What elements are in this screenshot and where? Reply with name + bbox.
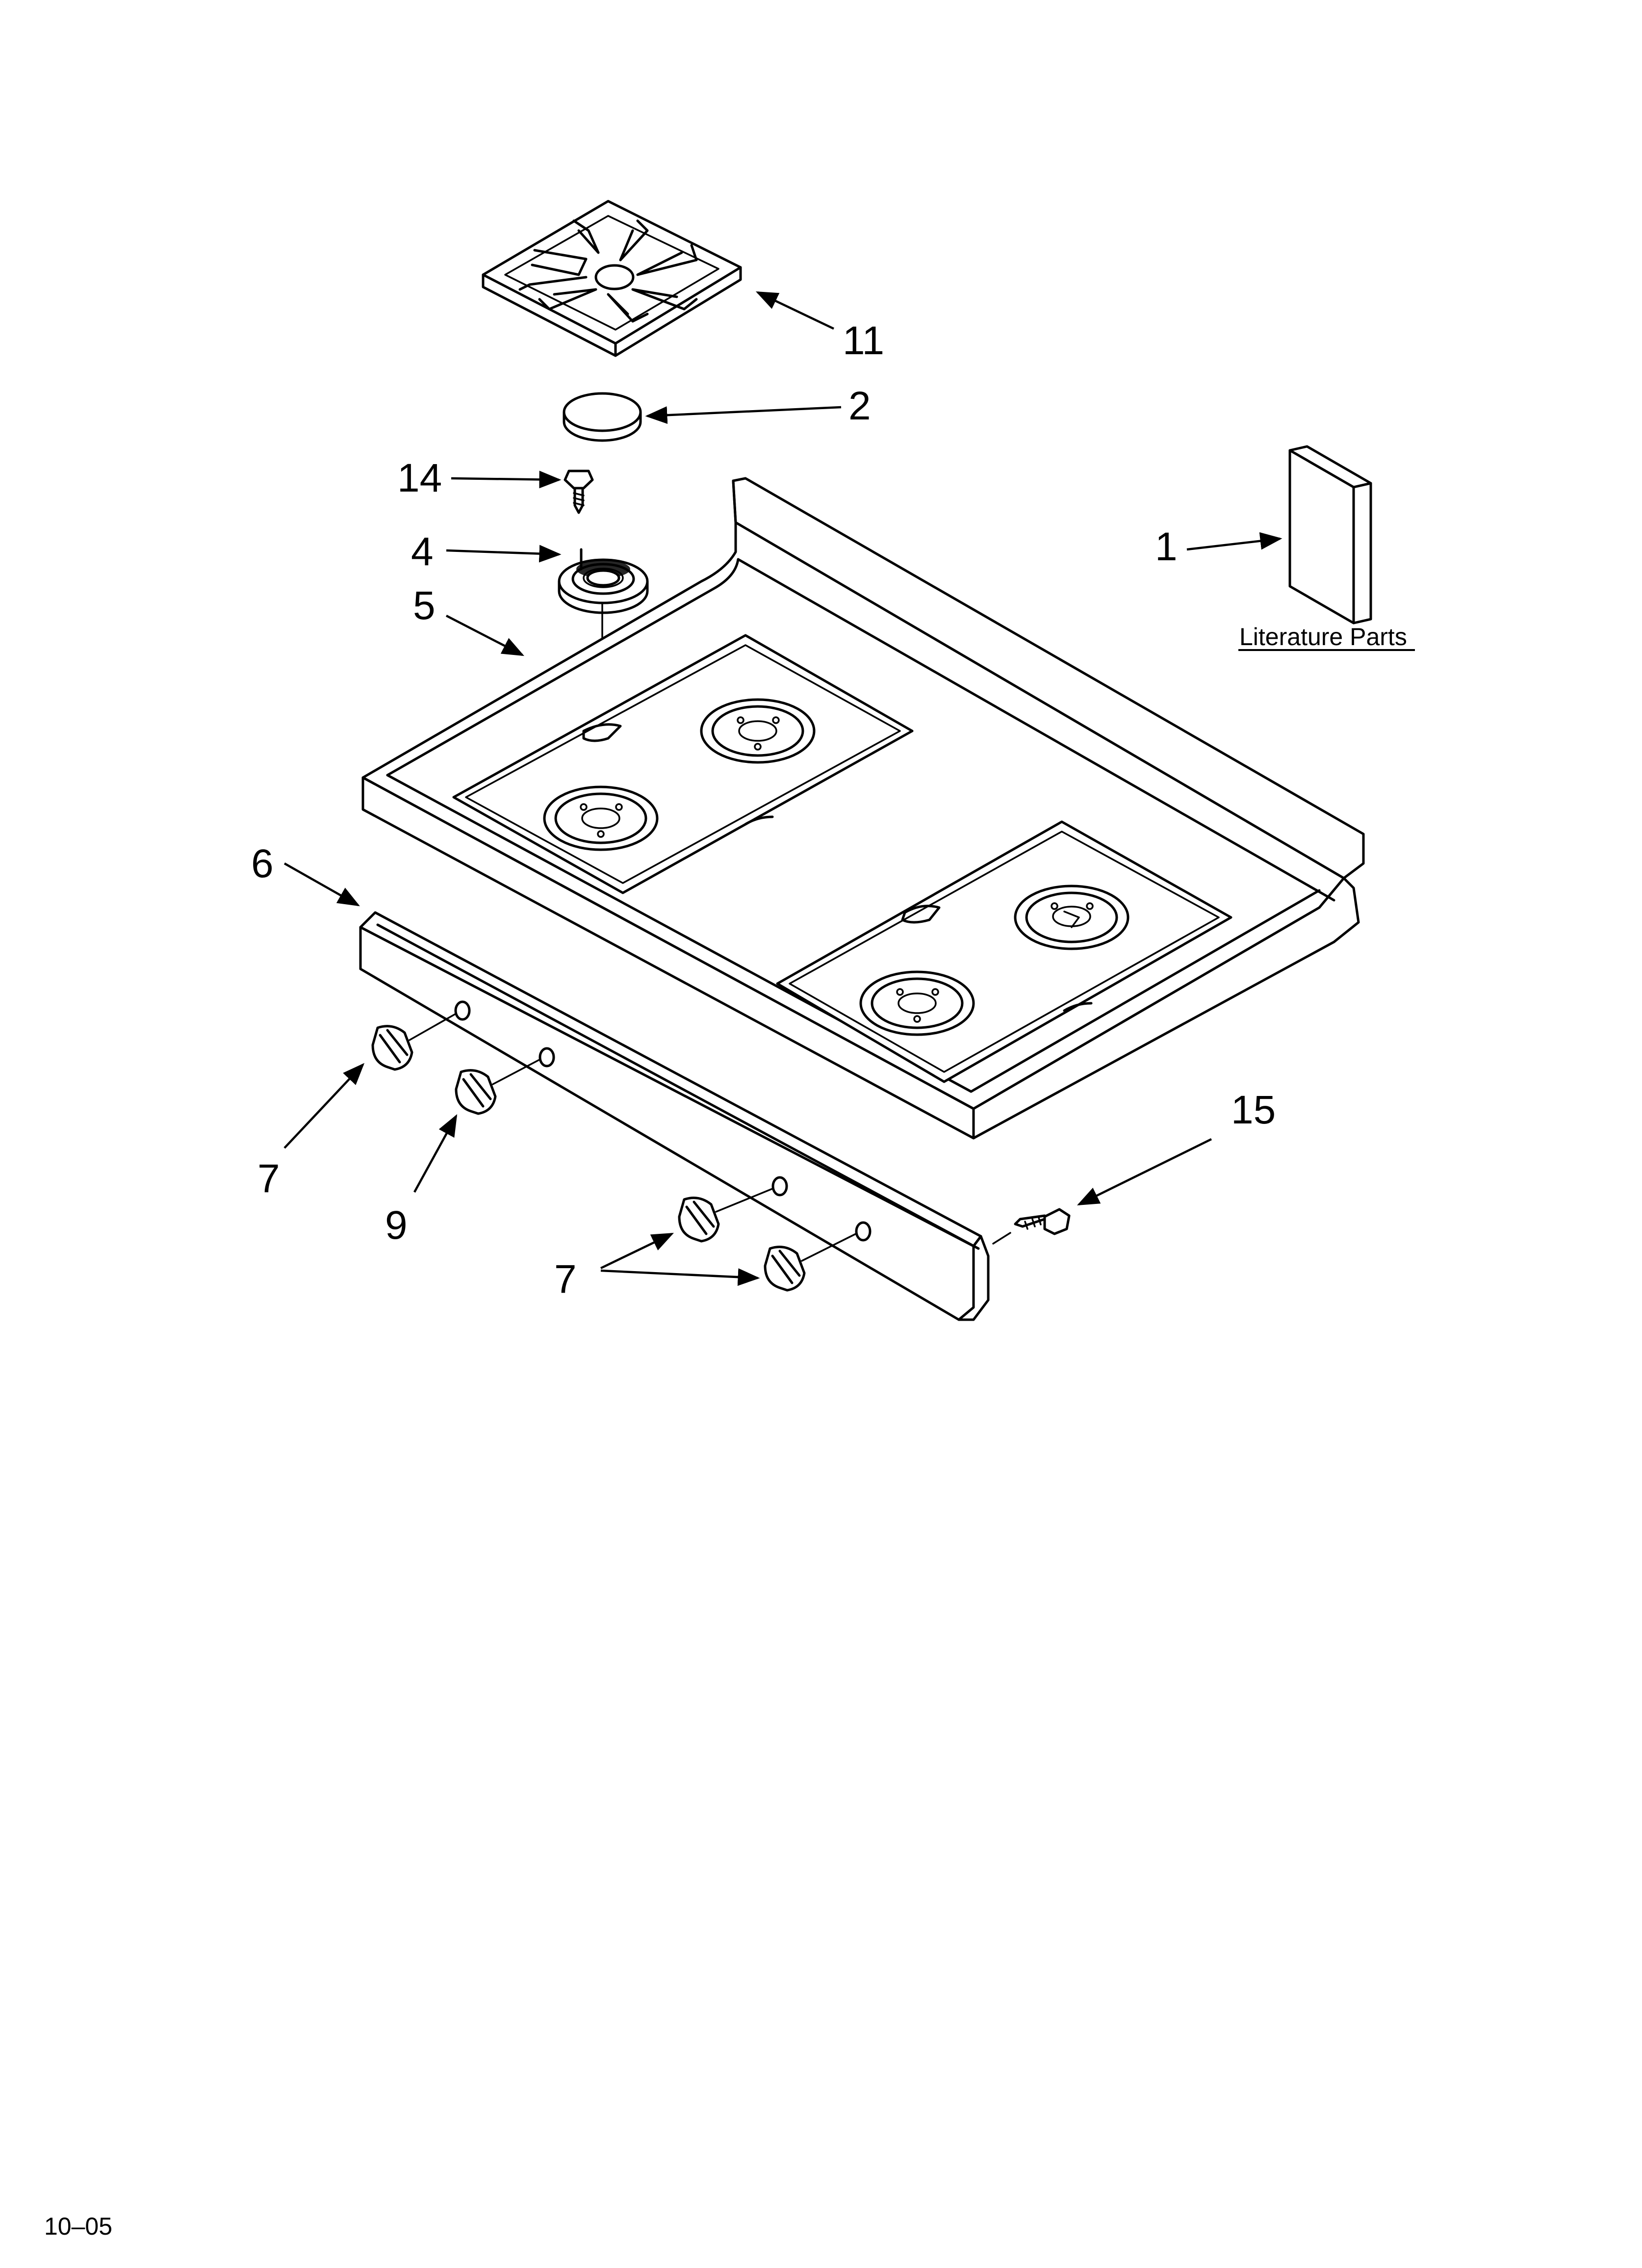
- callout-7-lower: 7: [554, 1257, 577, 1302]
- callout-14: 14: [397, 456, 442, 500]
- literature-part: [1288, 445, 1372, 625]
- footer-code: 10–05: [44, 2213, 112, 2240]
- knob-part-9: [455, 1059, 540, 1115]
- burner-head-part: [558, 548, 649, 614]
- callout-11: 11: [843, 318, 884, 363]
- callout-2: 2: [848, 384, 871, 428]
- callout-6: 6: [251, 841, 274, 886]
- callout-7-upper: 7: [257, 1156, 280, 1201]
- knob-part-7-lower-2: [764, 1233, 857, 1292]
- knob-part-7-upper-left: [371, 1013, 457, 1071]
- screw-part-15: [992, 1208, 1071, 1245]
- knob-part-7-lower-1: [678, 1188, 773, 1243]
- screw-part-14: [564, 469, 594, 514]
- cooktop-part: [361, 477, 1365, 1140]
- burner-cap-part: [563, 392, 642, 442]
- control-panel-part: [359, 911, 990, 1321]
- callout-1: 1: [1155, 524, 1178, 569]
- literature-parts-label: Literature Parts: [1239, 623, 1407, 651]
- callout-15: 15: [1231, 1088, 1276, 1132]
- callout-leaders: [283, 291, 1415, 1286]
- callout-labels: 11 2 14 4 5 1 6 7 9 7 15 Literature Part…: [251, 318, 1407, 1302]
- callout-4: 4: [411, 529, 434, 574]
- callout-5: 5: [413, 583, 436, 628]
- callout-9: 9: [385, 1203, 408, 1248]
- burner-grate-part: [482, 200, 742, 357]
